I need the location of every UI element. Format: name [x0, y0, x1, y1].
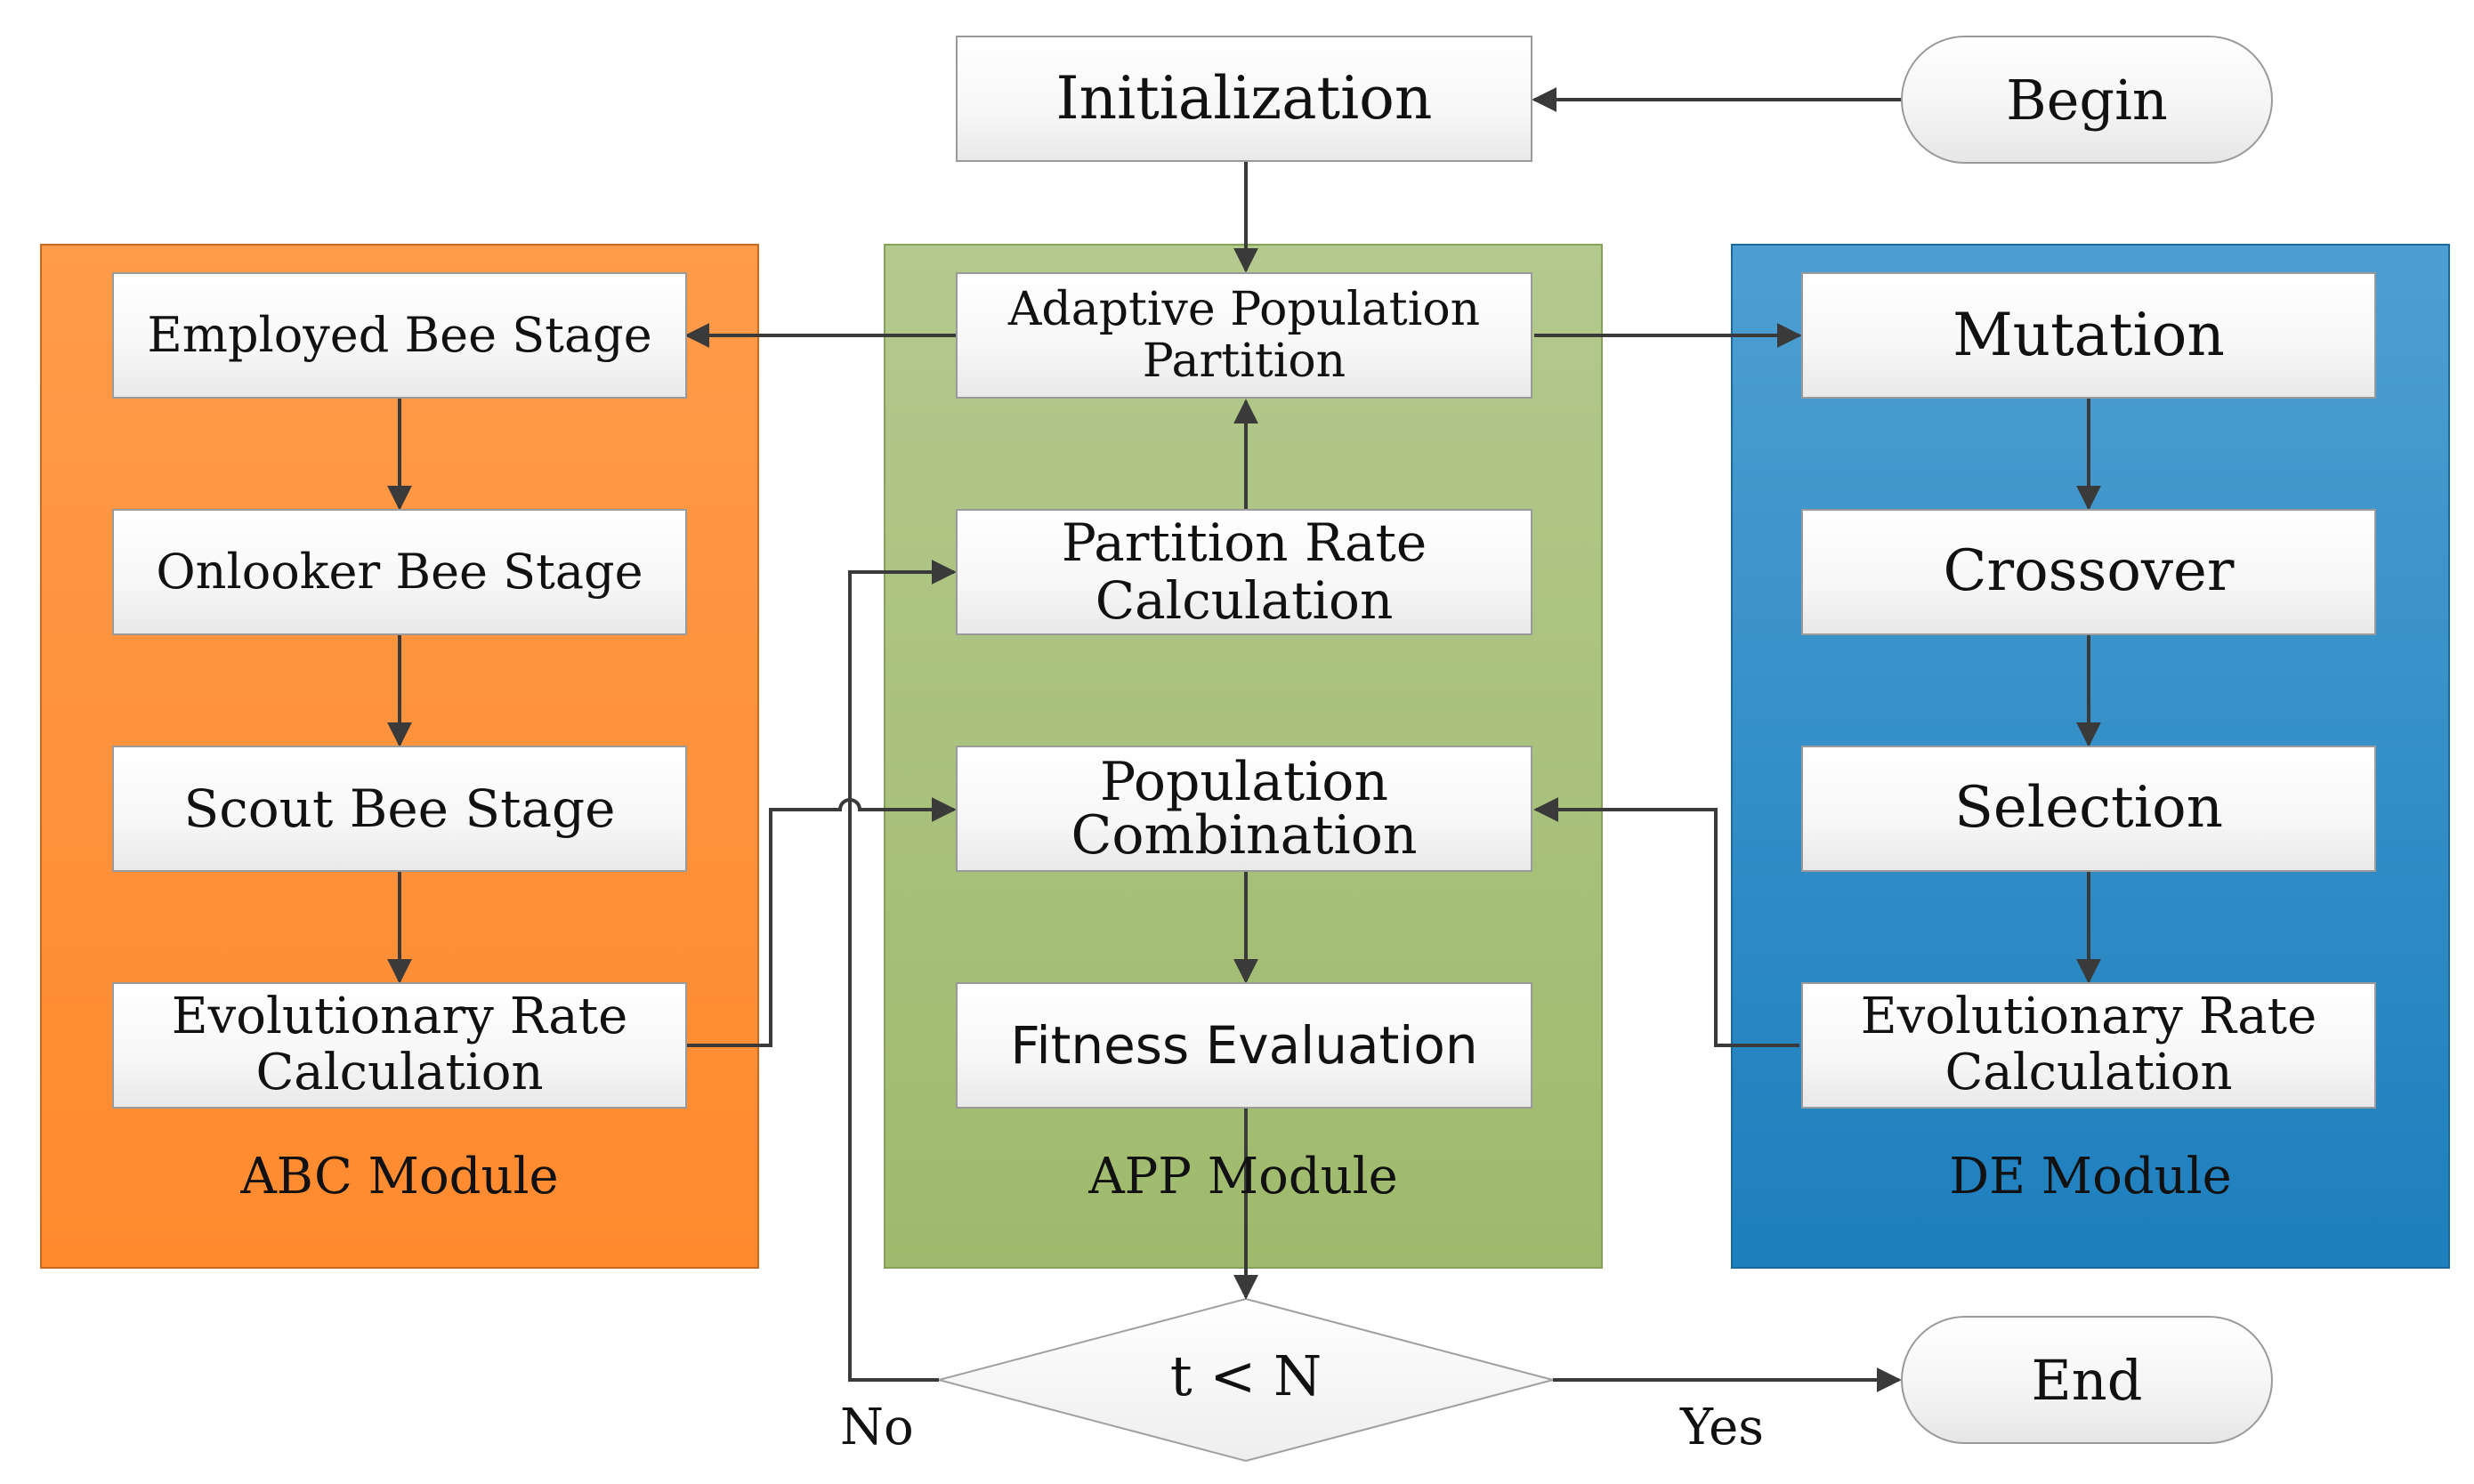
abc-evolutionary-rate-line-1: Evolutionary Rate: [171, 988, 628, 1046]
fitness-evaluation-label: Fitness Evaluation: [1010, 1014, 1478, 1076]
mutation-box: Mutation: [1801, 272, 2376, 399]
onlooker-bee-label: Onlooker Bee Stage: [156, 543, 643, 600]
de-module-label: DE Module: [1949, 1148, 2232, 1206]
partition-rate-line-1: Partition Rate: [1061, 512, 1427, 574]
selection-box: Selection: [1801, 746, 2376, 872]
abc-evolutionary-rate-line-2: Calculation: [255, 1044, 544, 1101]
population-combination-line-1: Population: [1099, 751, 1389, 813]
partition-rate-box: Partition Rate Calculation: [956, 509, 1532, 635]
adaptive-partition-line-2: Partition: [1142, 335, 1346, 388]
initialization-box: Initialization: [956, 36, 1532, 162]
de-evolutionary-rate-line-1: Evolutionary Rate: [1860, 988, 2317, 1046]
abc-module-label: ABC Module: [240, 1148, 559, 1206]
app-module-label: APP Module: [1088, 1148, 1398, 1206]
scout-bee-box: Scout Bee Stage: [112, 746, 687, 872]
crossover-box: Crossover: [1801, 509, 2376, 635]
decision-condition: t < N: [1169, 1343, 1322, 1408]
employed-bee-box: Employed Bee Stage: [112, 272, 687, 399]
de-evolutionary-rate-line-2: Calculation: [1944, 1044, 2233, 1101]
branch-no-label: No: [840, 1399, 914, 1456]
selection-label: Selection: [1954, 775, 2223, 842]
onlooker-bee-box: Onlooker Bee Stage: [112, 509, 687, 635]
decision-diamond: [935, 1297, 1556, 1463]
population-combination-box: Population Combination: [956, 746, 1532, 872]
population-combination-line-2: Combination: [1071, 804, 1418, 867]
initialization-label: Initialization: [1055, 64, 1433, 133]
begin-terminal: Begin: [1901, 36, 2273, 164]
crossover-label: Crossover: [1943, 538, 2235, 605]
arrow-no-to-partition-rate: [848, 560, 957, 1382]
end-terminal: End: [1901, 1316, 2273, 1444]
scout-bee-label: Scout Bee Stage: [183, 778, 616, 839]
mutation-label: Mutation: [1953, 301, 2225, 370]
fitness-evaluation-box: Fitness Evaluation: [956, 982, 1532, 1109]
adaptive-partition-box: Adaptive Population Partition: [956, 272, 1532, 399]
branch-yes-label: Yes: [1680, 1399, 1764, 1456]
adaptive-partition-line-1: Adaptive Population: [1007, 282, 1481, 336]
de-evolutionary-rate-box: Evolutionary Rate Calculation: [1801, 982, 2376, 1109]
employed-bee-label: Employed Bee Stage: [147, 306, 652, 363]
partition-rate-line-2: Calculation: [1095, 570, 1394, 631]
arrow-abc-evorate-to-combination: [687, 797, 957, 1047]
abc-evolutionary-rate-box: Evolutionary Rate Calculation: [112, 982, 687, 1109]
arrow-de-evorate-to-combination: [1533, 797, 1799, 1047]
